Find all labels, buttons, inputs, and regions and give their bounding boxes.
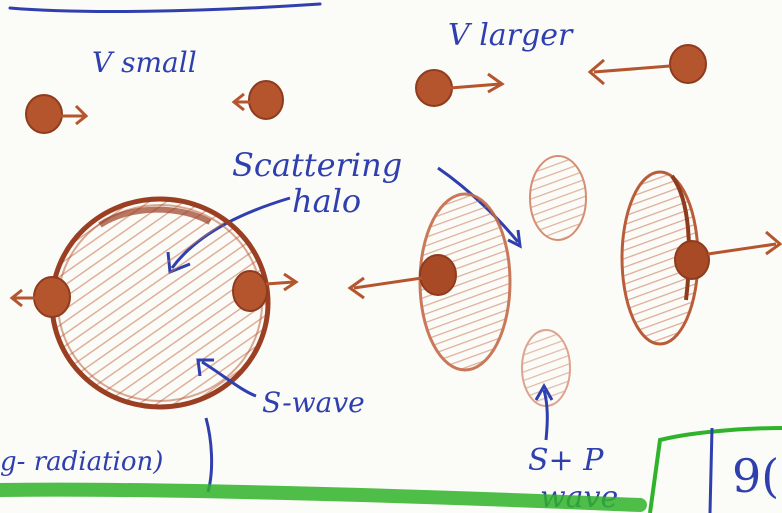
heading-scribble <box>10 4 320 11</box>
radiation-bracket <box>206 418 212 492</box>
page-number: 9( <box>732 449 779 503</box>
small-lobe-top <box>530 156 586 240</box>
label-halo: halo <box>292 182 361 220</box>
label-scattering: Scattering <box>232 146 402 184</box>
label-v-small: V small <box>92 46 197 79</box>
particle-small-right <box>234 81 283 119</box>
label-s-wave: S-wave <box>262 386 365 419</box>
particle-large-right <box>590 45 706 84</box>
label-radiation: g- radiation) <box>0 447 163 477</box>
label-s-p: S+ P <box>528 443 604 478</box>
particle-small-left <box>26 95 86 133</box>
particle-halo-left <box>12 277 70 317</box>
particle-right-left <box>350 255 456 298</box>
s-p-pointer-arrow <box>536 386 552 440</box>
label-v-larger: V larger <box>448 18 574 53</box>
particle-large-left <box>416 70 502 106</box>
